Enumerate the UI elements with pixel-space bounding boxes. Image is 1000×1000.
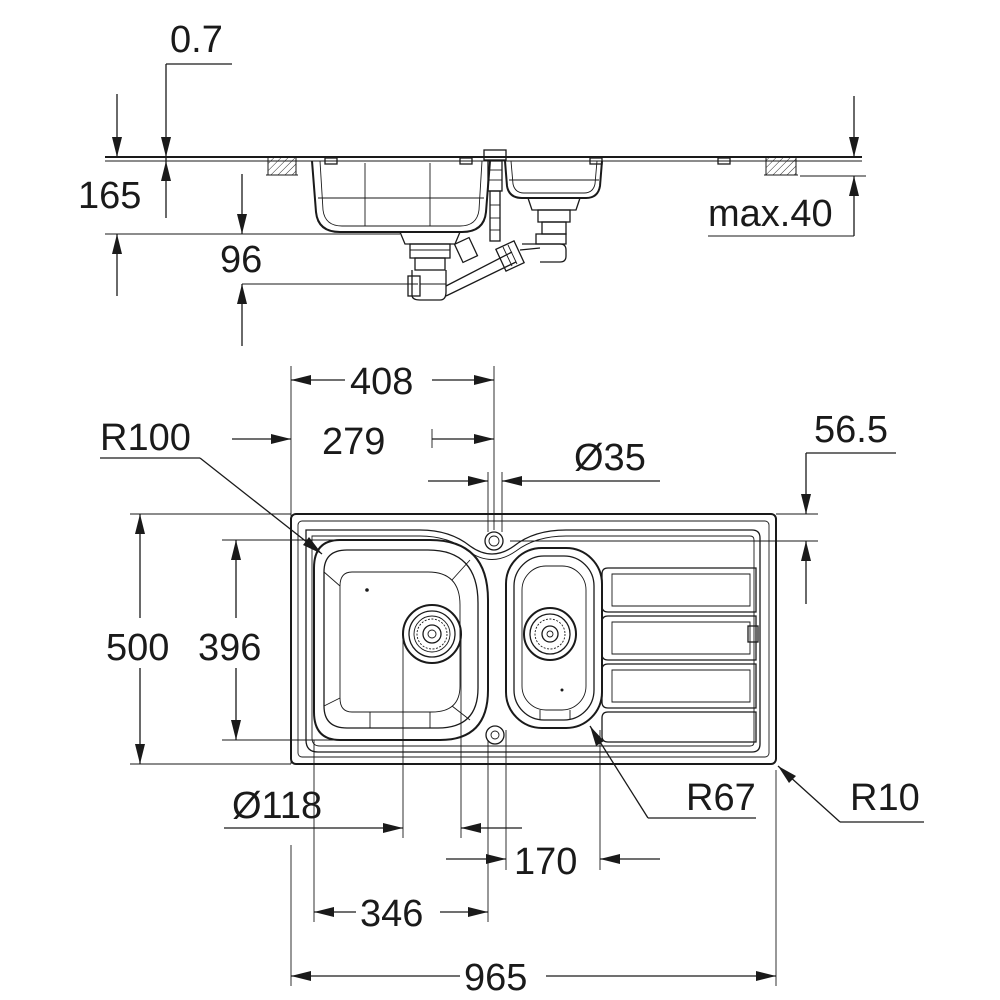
plan-view [290,513,777,765]
plan-view-dimensions: 408 279 Ø35 56.5 R100 [100,361,924,999]
dim-bowl-depth-plan: 396 [198,627,261,669]
dim-overall-width: 965 [464,957,527,999]
dim-bowl-depth: 165 [78,175,141,217]
dim-small-bowl-width: 170 [514,841,577,883]
dim-tap-hole-diameter: Ø35 [574,437,646,479]
dim-small-bowl-radius: R67 [686,777,756,819]
dim-tap-offset-279: 279 [322,421,385,463]
dim-main-bowl-width: 346 [360,893,423,935]
dim-waste-diameter: Ø118 [232,785,322,827]
dim-max-worktop: max.40 [708,193,833,235]
dim-tap-offset-408: 408 [350,361,413,403]
side-view-dimensions: 0.7 165 96 max.40 [78,19,866,346]
dim-small-bowl-offset: 96 [220,239,262,281]
dim-outer-radius: R10 [850,777,920,819]
dim-flange-thickness: 0.7 [170,19,223,61]
dim-overall-depth: 500 [106,627,169,669]
dim-corner-radius-100: R100 [100,417,191,459]
dim-front-edge: 56.5 [814,409,888,451]
side-view [105,149,862,301]
